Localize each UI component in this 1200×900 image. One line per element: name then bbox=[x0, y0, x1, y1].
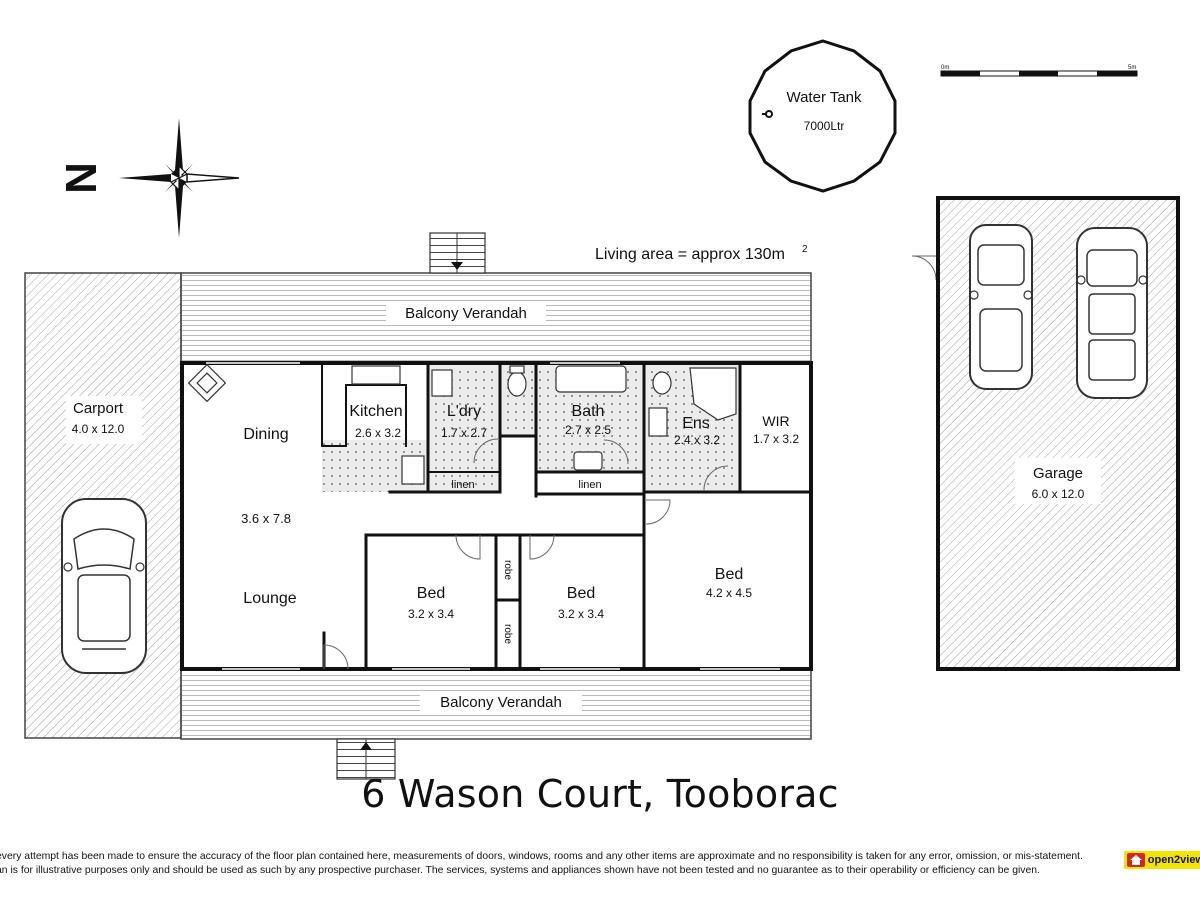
address-title: 6 Wason Court, Tooborac bbox=[361, 772, 839, 816]
verandah-top-label: Balcony Verandah bbox=[405, 305, 527, 322]
kitchen-size: 2.6 x 3.2 bbox=[355, 426, 401, 440]
lounge-door bbox=[323, 644, 349, 670]
garage-label: Garage bbox=[1033, 465, 1083, 482]
water-tank: Water Tank 7000Ltr bbox=[748, 39, 897, 193]
window-panes bbox=[206, 362, 780, 670]
bath-door bbox=[603, 439, 629, 465]
compass: N bbox=[57, 118, 240, 238]
bath-label: Bath bbox=[572, 403, 605, 420]
cooktop-icon bbox=[401, 455, 425, 485]
linen-2-label: linen bbox=[578, 479, 601, 491]
ensuite-door bbox=[703, 465, 729, 491]
water-tank-outline bbox=[748, 39, 897, 193]
verandah-bottom: Balcony Verandah bbox=[180, 668, 812, 740]
robe-2-label: robe bbox=[502, 624, 513, 644]
shower-icon bbox=[689, 367, 737, 421]
car-icon bbox=[1076, 227, 1148, 399]
linen-1-label: linen bbox=[451, 479, 474, 491]
ensuite-vanity-icon bbox=[648, 407, 668, 437]
steps-bottom bbox=[336, 738, 396, 780]
fixtures bbox=[187, 363, 737, 485]
room-labels: Dining 3.6 x 7.8 Lounge Kitchen 2.6 x 3.… bbox=[241, 403, 799, 644]
ensuite-label: Ens bbox=[682, 415, 710, 432]
north-letter: N bbox=[57, 162, 106, 194]
disclaimer: every attempt has been made to ensure th… bbox=[0, 850, 1116, 878]
wir-size: 1.7 x 3.2 bbox=[753, 432, 799, 446]
toilet-icon bbox=[507, 371, 527, 397]
bath-vanity-icon bbox=[573, 451, 603, 471]
kitchen-label: Kitchen bbox=[349, 403, 402, 420]
robe-1-label: robe bbox=[502, 560, 513, 580]
steps-top bbox=[429, 232, 486, 274]
carport-size: 4.0 x 12.0 bbox=[72, 422, 125, 436]
bath-size: 2.7 x 2.5 bbox=[565, 423, 611, 437]
bed-3-size: 4.2 x 4.5 bbox=[706, 586, 752, 600]
house-icon bbox=[1127, 853, 1145, 867]
garage: Garage 6.0 x 12.0 bbox=[936, 196, 1180, 671]
garage-size: 6.0 x 12.0 bbox=[1032, 487, 1085, 501]
living-area: Living area = approx 130m 2 bbox=[595, 244, 808, 263]
living-area-text: Living area = approx 130m bbox=[595, 246, 785, 263]
disclaimer-line-1: every attempt has been made to ensure th… bbox=[0, 851, 1083, 862]
laundry-tub-icon bbox=[431, 369, 453, 397]
doors bbox=[323, 255, 937, 670]
water-tank-label: Water Tank bbox=[786, 89, 862, 106]
wir-label: WIR bbox=[762, 413, 789, 429]
fireplace-icon bbox=[187, 363, 227, 403]
bed2-door bbox=[529, 534, 555, 560]
laundry-door bbox=[473, 438, 499, 464]
bed-3-label: Bed bbox=[715, 566, 743, 583]
water-tank-capacity: 7000Ltr bbox=[804, 119, 845, 133]
brand-logo: open2view bbox=[1124, 851, 1200, 869]
carport-label: Carport bbox=[73, 400, 124, 417]
dining-lounge-size: 3.6 x 7.8 bbox=[241, 511, 291, 526]
bed3-door bbox=[645, 499, 671, 525]
laundry-size: 1.7 x 2.7 bbox=[441, 426, 487, 440]
bed-2-label: Bed bbox=[567, 585, 595, 602]
car-icon bbox=[969, 224, 1033, 390]
ensuite-size: 2.4 x 3.2 bbox=[674, 433, 720, 447]
scale-end-label: 5m bbox=[1128, 65, 1136, 71]
scale-start-label: 0m bbox=[941, 65, 949, 71]
car-icon bbox=[61, 498, 147, 674]
bathtub-icon bbox=[555, 365, 627, 393]
bed-1-label: Bed bbox=[417, 585, 445, 602]
garage-side-door bbox=[911, 255, 937, 281]
dining-label: Dining bbox=[243, 426, 288, 443]
living-area-exponent: 2 bbox=[802, 244, 808, 255]
verandah-top: Balcony Verandah bbox=[180, 272, 812, 363]
bed1-door bbox=[455, 534, 481, 560]
lounge-label: Lounge bbox=[243, 590, 296, 607]
tap-icon bbox=[762, 110, 773, 118]
laundry-label: L'dry bbox=[447, 403, 481, 420]
carport: Carport 4.0 x 12.0 bbox=[24, 272, 182, 739]
disclaimer-line-2: an is for illustrative purposes only and… bbox=[0, 865, 1040, 876]
verandah-bottom-label: Balcony Verandah bbox=[440, 694, 562, 711]
brand-name: open2view bbox=[1147, 854, 1200, 866]
compass-rose-icon bbox=[119, 118, 240, 238]
scale-bar: 0m 5m bbox=[940, 65, 1138, 77]
bed-1-size: 3.2 x 3.4 bbox=[408, 607, 454, 621]
kitchen-sink-icon bbox=[351, 365, 401, 385]
bed-2-size: 3.2 x 3.4 bbox=[558, 607, 604, 621]
ensuite-toilet-icon bbox=[652, 371, 672, 395]
